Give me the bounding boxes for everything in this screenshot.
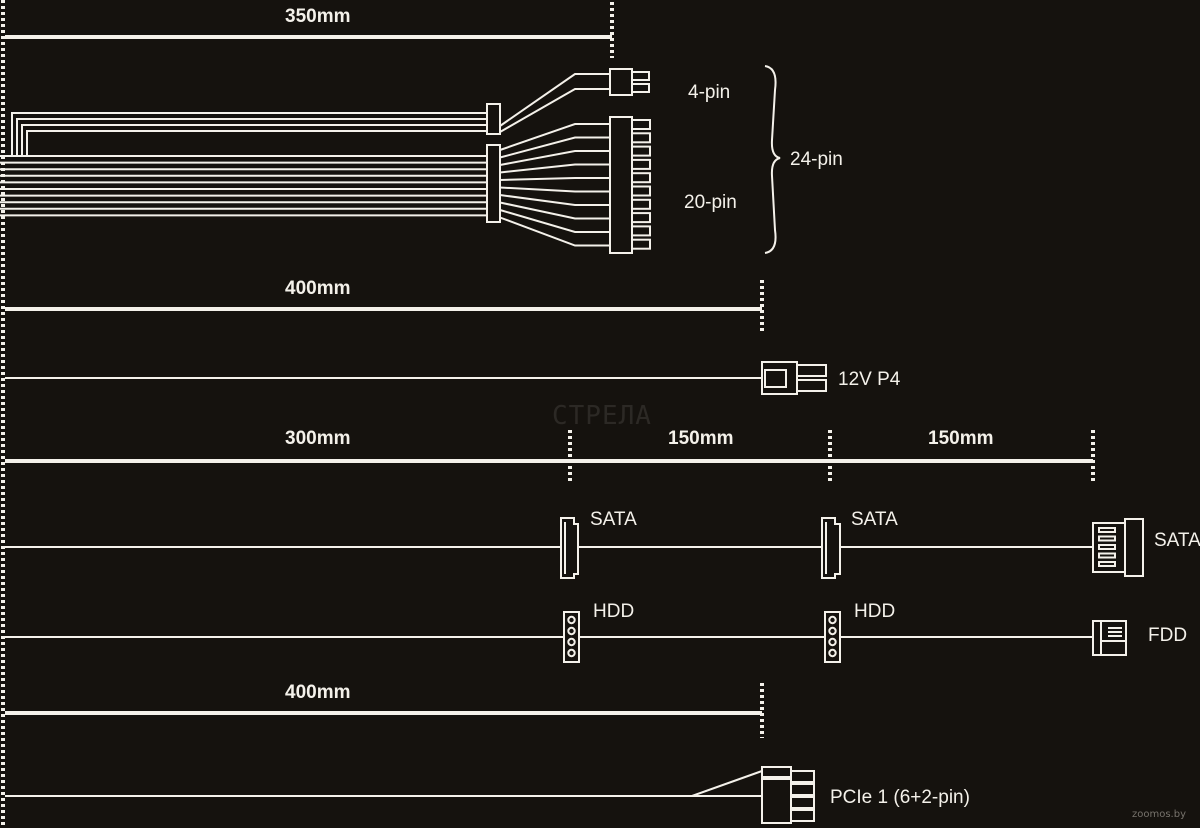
length-label-150: 150mm	[668, 428, 734, 449]
label-12v-p4: 12V P4	[838, 369, 901, 390]
four-pin-sleeve	[486, 103, 501, 135]
pcie-connector-icon	[761, 766, 815, 824]
wire	[16, 118, 487, 156]
wire	[499, 88, 610, 133]
wire	[26, 130, 487, 156]
length-label-350: 350mm	[285, 6, 351, 27]
pin	[828, 615, 837, 625]
pin	[1098, 544, 1116, 550]
label-hdd: HDD	[593, 601, 634, 622]
wire	[21, 124, 487, 156]
pin	[1098, 527, 1116, 533]
label-hdd: HDD	[854, 601, 895, 622]
wire	[499, 216, 610, 247]
pin	[828, 626, 837, 636]
wire	[499, 136, 610, 159]
label-pcie: PCIe 1 (6+2-pin)	[830, 787, 970, 808]
watermark-zoomos: zoomos.by	[1132, 809, 1186, 820]
pin	[828, 637, 837, 647]
mb-cable-group: 350mm 4-pin 20-pin 24-pin	[0, 2, 843, 254]
four-pin-connector-icon	[609, 68, 650, 96]
hdd-molex-connector-icon	[563, 611, 580, 663]
pin	[631, 158, 651, 170]
pin	[631, 172, 651, 184]
wire	[499, 73, 610, 127]
label-20-pin: 20-pin	[684, 192, 737, 213]
label-sata: SATA	[590, 509, 637, 530]
pin	[631, 238, 651, 250]
label-24-pin: 24-pin	[790, 149, 843, 170]
length-label-400: 400mm	[285, 682, 351, 703]
brace-icon	[764, 65, 781, 254]
watermark-strela: СТРЕЛА	[552, 401, 652, 431]
pin	[1098, 552, 1116, 559]
peripheral-cable-group: 300mm 150mm 150mm SATA SATA SATA	[5, 428, 1200, 663]
wire	[499, 194, 610, 206]
pin	[567, 637, 576, 647]
pin	[828, 648, 837, 658]
pin	[567, 615, 576, 625]
length-label-300: 300mm	[285, 428, 351, 449]
wire	[499, 209, 610, 233]
pin	[631, 119, 651, 130]
pin	[567, 626, 576, 636]
twenty-pin-sleeve	[486, 144, 501, 223]
sata-connector-icon	[821, 517, 841, 579]
label-sata: SATA	[851, 509, 898, 530]
pin	[1098, 561, 1116, 567]
pcie-cable-group: 400mm PCIe 1 (6+2-pin)	[5, 682, 970, 824]
mb-wires	[0, 73, 610, 247]
12v-p4-connector-icon	[761, 361, 827, 395]
label-fdd: FDD	[1148, 625, 1187, 646]
sata-end-connector-icon	[1092, 518, 1144, 577]
wire	[499, 150, 610, 166]
wire	[499, 201, 610, 220]
wire	[499, 123, 610, 151]
wire	[499, 177, 610, 181]
pin	[631, 145, 651, 157]
pin	[631, 212, 651, 224]
pin	[631, 185, 651, 197]
pin	[1098, 535, 1116, 542]
label-sata: SATA	[1154, 530, 1200, 551]
pin	[631, 225, 651, 237]
pcie-wire	[5, 770, 763, 797]
pin	[631, 132, 651, 144]
length-label-400: 400mm	[285, 278, 351, 299]
cpu-cable-group: 400mm 12V P4	[5, 278, 901, 395]
wire	[11, 112, 487, 156]
pin	[567, 648, 576, 658]
label-4-pin: 4-pin	[688, 82, 730, 103]
fdd-connector-icon	[1092, 620, 1127, 656]
wire	[499, 186, 610, 193]
sata-connector-icon	[560, 517, 579, 579]
pin	[631, 198, 651, 210]
hdd-molex-connector-icon	[824, 611, 841, 663]
wire	[499, 163, 610, 174]
twenty-pin-connector-icon	[609, 116, 651, 254]
length-label-150: 150mm	[928, 428, 994, 449]
